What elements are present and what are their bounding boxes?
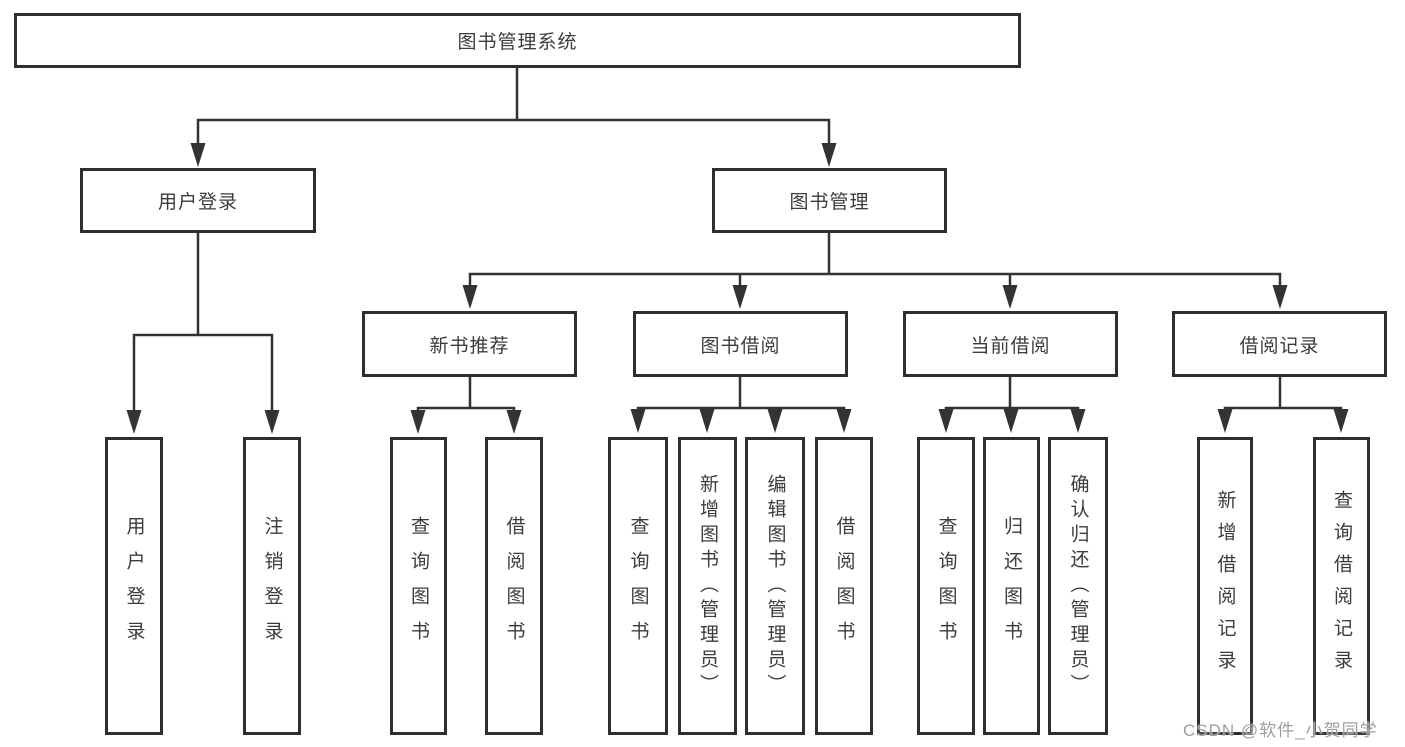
book-borrow-label: 图书借阅 (700, 335, 781, 357)
leaf-user-login: 用户登录 (105, 437, 163, 735)
leaf-cb-return-books-label: 归还图书 (1001, 516, 1022, 656)
node-new-book-recommend: 新书推荐 (362, 311, 577, 377)
node-borrow-records: 借阅记录 (1172, 311, 1387, 377)
new-book-recommend-label: 新书推荐 (429, 335, 510, 357)
leaf-br-query-record-label: 查询借阅记录 (1331, 490, 1352, 682)
leaf-bb-edit-books-admin: 编辑图书（管理员） (745, 437, 805, 735)
leaf-cb-confirm-return-admin: 确认归还（管理员） (1048, 437, 1108, 735)
node-book-borrow: 图书借阅 (633, 311, 848, 377)
node-user-login: 用户登录 (80, 168, 316, 233)
leaf-cb-return-books: 归还图书 (983, 437, 1040, 735)
node-system-root: 图书管理系统 (14, 13, 1021, 68)
leaf-bb-add-books-admin-label: 新增图书（管理员） (697, 473, 718, 699)
csdn-watermark: CSDN @软件_小贺同学 (1183, 721, 1378, 740)
leaf-nb-query-books: 查询图书 (390, 437, 447, 735)
leaf-br-add-record-label: 新增借阅记录 (1214, 490, 1236, 682)
system-root-label: 图书管理系统 (457, 32, 578, 53)
leaf-nb-borrow-books: 借阅图书 (485, 437, 543, 735)
node-current-borrow: 当前借阅 (903, 311, 1118, 377)
leaf-bb-query-books-label: 查询图书 (627, 516, 649, 656)
leaf-user-login-label: 用户登录 (123, 516, 145, 656)
leaf-logout-label: 注销登录 (261, 516, 283, 656)
book-management-label: 图书管理 (789, 192, 870, 213)
leaf-cb-confirm-return-admin-label: 确认归还（管理员） (1067, 473, 1089, 699)
leaf-bb-borrow-books-label: 借阅图书 (833, 516, 855, 656)
current-borrow-label: 当前借阅 (970, 335, 1051, 357)
borrow-records-label: 借阅记录 (1239, 335, 1320, 357)
leaf-br-add-record: 新增借阅记录 (1197, 437, 1253, 735)
leaf-bb-edit-books-admin-label: 编辑图书（管理员） (764, 473, 786, 699)
leaf-bb-borrow-books: 借阅图书 (815, 437, 873, 735)
leaf-logout: 注销登录 (243, 437, 301, 735)
leaf-bb-query-books: 查询图书 (608, 437, 668, 735)
leaf-bb-add-books-admin: 新增图书（管理员） (678, 437, 737, 735)
leaf-nb-query-books-label: 查询图书 (408, 516, 429, 656)
node-book-management: 图书管理 (712, 168, 947, 233)
leaf-nb-borrow-books-label: 借阅图书 (503, 516, 525, 656)
leaf-br-query-record: 查询借阅记录 (1313, 437, 1370, 735)
leaf-cb-query-books: 查询图书 (917, 437, 975, 735)
user-login-label: 用户登录 (157, 192, 238, 213)
leaf-cb-query-books-label: 查询图书 (935, 516, 957, 656)
